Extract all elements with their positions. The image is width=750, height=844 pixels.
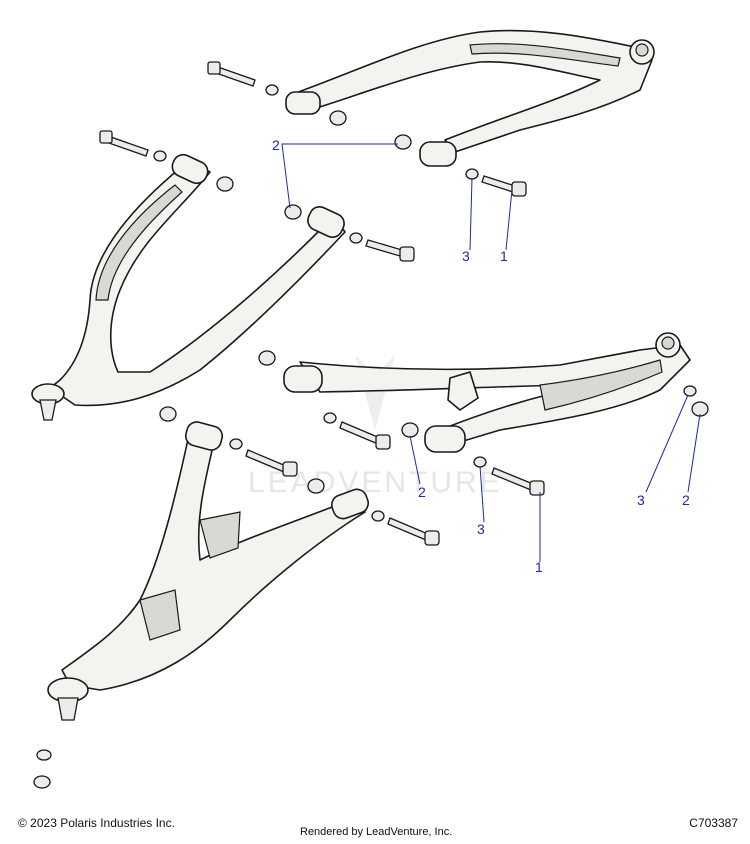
callout-upper-bolt: 1 xyxy=(500,248,508,264)
nut xyxy=(394,134,412,150)
callout-lower-washer: 3 xyxy=(477,521,485,537)
upper-top-front-hardware xyxy=(207,61,347,126)
upper-a-arm-left[interactable] xyxy=(31,151,347,421)
upper-top-rear-hardware xyxy=(394,134,527,197)
washer xyxy=(473,456,487,468)
bolt xyxy=(481,175,516,193)
callout-upper-washer: 3 xyxy=(462,248,470,264)
upper-left-rear-hardware xyxy=(284,204,415,262)
upper-left-front-hardware xyxy=(99,130,234,192)
lower-a-arm-left[interactable] xyxy=(47,420,371,721)
callout-leaders xyxy=(281,143,701,562)
lower-left-front-hardware xyxy=(159,406,325,494)
washer xyxy=(465,168,479,180)
lower-right-rear-hardware xyxy=(401,422,545,496)
right-ball-joint-hardware xyxy=(683,385,709,417)
callout-lower-nut: 2 xyxy=(418,484,426,500)
lower-right-front-hardware xyxy=(258,350,391,450)
lower-left-rear-hardware xyxy=(371,510,440,546)
copyright-text: © 2023 Polaris Industries Inc. xyxy=(18,816,175,830)
nut xyxy=(691,401,709,417)
nut xyxy=(401,422,419,438)
callout-right-nut: 2 xyxy=(682,492,690,508)
lower-left-ball-joint-hardware xyxy=(33,749,52,789)
upper-a-arm-top[interactable] xyxy=(285,29,655,167)
callout-numbers: 2 3 1 2 3 1 3 2 xyxy=(272,137,690,575)
callout-lower-bolt: 1 xyxy=(535,559,543,575)
callout-upper-nut: 2 xyxy=(272,137,280,153)
diagram-code: C703387 xyxy=(689,816,738,830)
lower-a-arm-right[interactable] xyxy=(283,332,691,453)
washer xyxy=(683,385,697,397)
rendered-by-text: Rendered by LeadVenture, Inc. xyxy=(300,826,453,838)
callout-right-washer: 3 xyxy=(637,492,645,508)
